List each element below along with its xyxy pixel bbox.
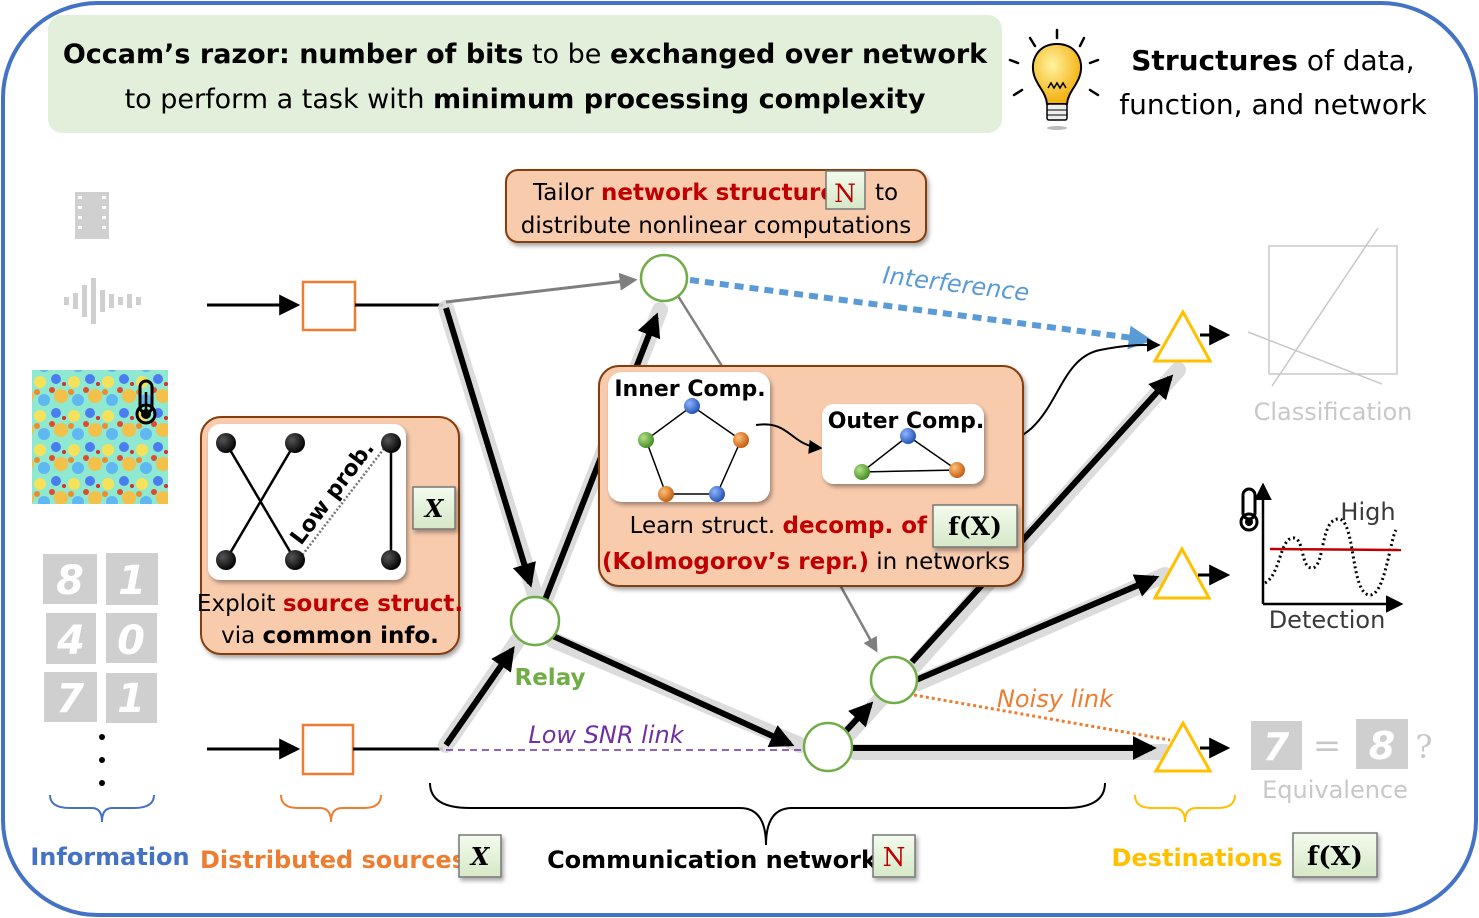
network-node-top <box>639 253 689 303</box>
network-brace <box>429 782 1106 846</box>
header-line2: to perform a task with minimum processin… <box>125 84 926 115</box>
lightbulb-icon <box>1008 28 1100 130</box>
network-symbol-box: N <box>872 834 916 878</box>
low-prob-edge <box>299 445 387 559</box>
inner-comp-box <box>608 372 770 502</box>
decomposition-callout: Inner Comp. Outer Comp. Learn struct. de… <box>598 365 1024 587</box>
film-icon <box>75 192 109 239</box>
link-mid-dest2 <box>914 574 1160 683</box>
noisy-link <box>913 693 1171 742</box>
network-links <box>438 300 1186 760</box>
source-structure-callout: Low prob. X Exploit source struct. via c… <box>197 416 463 655</box>
svg-text:Exploit source struct.: Exploit source struct. <box>197 591 463 617</box>
svg-text:1: 1 <box>118 558 146 604</box>
svg-text:(Kolmogorov’s repr.) in networ: (Kolmogorov’s repr.) in networks <box>602 549 1010 575</box>
svg-text:8: 8 <box>1369 724 1395 768</box>
network-node-bottom <box>802 721 854 773</box>
thermometer-icon <box>1239 487 1259 532</box>
source-graph-nodes <box>216 433 401 570</box>
source-box-2 <box>301 723 355 776</box>
header-line1: Occam’s razor: number of bits to be exch… <box>63 39 988 70</box>
destination-1 <box>1152 308 1213 363</box>
destinations-label: Destinations <box>1111 844 1282 872</box>
svg-text:to: to <box>875 180 898 206</box>
svg-text:4: 4 <box>56 618 85 664</box>
detection-signal-curve <box>1264 517 1398 597</box>
svg-text:f(X): f(X) <box>948 512 1002 541</box>
svg-text:X: X <box>423 494 445 523</box>
outer-comp-to-dest-curve <box>984 337 1161 446</box>
link-source2-relay <box>443 646 515 747</box>
low-snr-label: Low SNR link <box>528 721 684 749</box>
sources-label: Distributed sources <box>200 846 466 874</box>
structures-line2: function, and network <box>1119 88 1427 121</box>
destination-2 <box>1152 545 1212 600</box>
interference-link <box>689 277 1153 350</box>
inner-to-outer-arrow <box>755 423 823 454</box>
structures-line1: Structures of data, <box>1131 44 1414 77</box>
relay-label: Relay <box>515 665 586 691</box>
inner-comp-nodes <box>638 398 749 502</box>
svg-text:?: ? <box>1415 728 1432 766</box>
detection-task <box>1239 482 1404 613</box>
sources-brace <box>280 794 382 823</box>
link-relay-bottomnode <box>551 633 795 747</box>
svg-text:f(X): f(X) <box>1307 842 1363 872</box>
destinations-brace <box>1134 794 1236 823</box>
svg-text:8: 8 <box>56 558 84 604</box>
link-source1-topnode <box>445 272 638 304</box>
svg-text:7: 7 <box>1263 725 1290 769</box>
svg-text:7: 7 <box>56 676 84 722</box>
equivalence-label: Equivalence <box>1262 776 1408 804</box>
sources-symbol-box: X <box>458 834 502 878</box>
inner-comp-title: Inner Comp. <box>614 377 765 402</box>
header-box <box>48 15 1002 133</box>
link-topnode-callout <box>676 295 724 367</box>
destinations-symbol-box: f(X) <box>1292 832 1378 878</box>
ellipsis-dots <box>99 734 105 786</box>
link-bottom-mid <box>842 701 874 735</box>
link-mid-dest1 <box>909 374 1174 665</box>
svg-text:Learn struct. decomp. of: Learn struct. decomp. of <box>630 513 928 539</box>
svg-text:distribute nonlinear computati: distribute nonlinear computations <box>521 213 912 239</box>
detection-high-label: High <box>1340 498 1395 526</box>
svg-text:via common info.: via common info. <box>221 623 439 649</box>
thermometer-icon <box>135 379 157 425</box>
svg-text:N: N <box>883 843 906 873</box>
source-box-1 <box>301 280 357 332</box>
interference-label: Interference <box>881 261 1031 307</box>
information-label: Information <box>30 843 189 871</box>
detection-label: Detection <box>1269 606 1386 634</box>
svg-text:Tailor network structure: Tailor network structure <box>532 180 836 206</box>
network-node-mid <box>869 655 919 705</box>
destination-3 <box>1153 719 1213 773</box>
svg-text:0: 0 <box>117 618 145 664</box>
outer-comp-nodes <box>854 428 965 480</box>
temperature-field-image <box>32 370 168 504</box>
detection-threshold-line <box>1269 547 1402 552</box>
noisy-link-label: Noisy link <box>997 685 1114 713</box>
network-structure-callout: Tailor network structure N to distribute… <box>505 169 927 243</box>
information-brace <box>49 794 155 823</box>
classification-task <box>1247 227 1398 387</box>
mnist-digits: 8 1 4 0 7 1 <box>43 553 158 723</box>
outer-comp-box <box>822 404 984 484</box>
network-label: Communication network <box>547 846 878 874</box>
relay-node <box>509 595 561 647</box>
equivalence-task: 7 8 = ? <box>1251 719 1433 770</box>
audio-waveform-icon <box>64 278 141 324</box>
link-source1-relay <box>443 307 536 588</box>
svg-text:1: 1 <box>117 676 145 722</box>
svg-text:=: = <box>1313 726 1342 766</box>
link-callout-midnode <box>838 584 878 653</box>
svg-text:X: X <box>469 842 491 871</box>
svg-text:N: N <box>834 179 856 208</box>
classification-label: Classification <box>1254 398 1413 426</box>
